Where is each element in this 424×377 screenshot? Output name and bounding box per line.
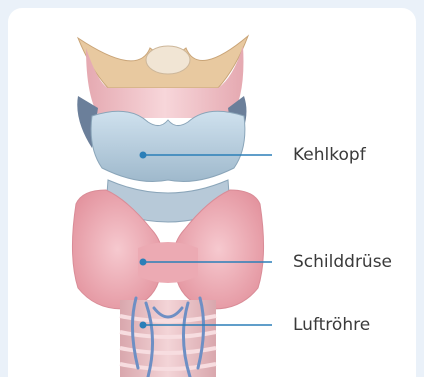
label-thyroid: Schilddrüse: [293, 252, 392, 272]
label-trachea: Luftröhre: [293, 315, 370, 335]
label-larynx: Kehlkopf: [293, 145, 366, 165]
larynx-cartilage: [91, 111, 245, 181]
epiglottis: [146, 46, 190, 74]
leader-dot-trachea: [140, 322, 147, 329]
leader-dot-thyroid: [140, 259, 147, 266]
diagram-card: Kehlkopf Schilddrüse Luftröhre: [8, 8, 416, 377]
leader-dot-larynx: [140, 152, 147, 159]
